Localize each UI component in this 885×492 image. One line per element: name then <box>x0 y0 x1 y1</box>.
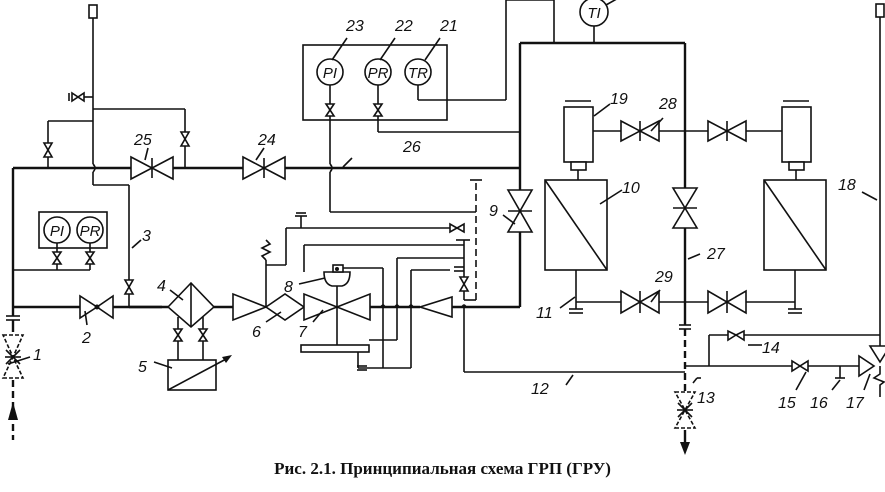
relief-valve-19[interactable] <box>563 100 594 180</box>
line-crossings <box>380 304 414 308</box>
label-28: 28 <box>658 96 677 113</box>
figure-caption: Рис. 2.1. Принципиальная схема ГРП (ГРУ) <box>274 459 611 478</box>
gas-tank-10 <box>544 179 608 314</box>
label-7: 7 <box>298 324 308 341</box>
valve-28[interactable] <box>620 119 660 143</box>
label-4: 4 <box>157 278 166 295</box>
label-13: 13 <box>697 390 715 407</box>
discharge-valve-13[interactable] <box>673 377 701 455</box>
outlet-flow-arrow-icon <box>680 442 690 455</box>
label-21: 21 <box>439 18 458 35</box>
label-8: 8 <box>284 279 293 296</box>
label-3: 3 <box>142 228 151 245</box>
inlet-line <box>6 168 20 440</box>
label-10: 10 <box>622 180 640 197</box>
label-11: 11 <box>536 305 553 322</box>
temperature-indicator <box>579 0 617 43</box>
label-19: 19 <box>610 91 628 108</box>
small-valve-a[interactable] <box>42 142 54 158</box>
outlet-pressure-indicator-label: PI <box>323 65 337 82</box>
valve-27[interactable] <box>671 187 699 229</box>
valve-29[interactable] <box>620 289 660 315</box>
label-25: 25 <box>133 132 152 149</box>
differential-pressure-gauge-5 <box>167 355 232 391</box>
outlet-reducer <box>417 295 453 319</box>
label-23: 23 <box>345 18 364 35</box>
label-24: 24 <box>257 132 276 149</box>
label-15: 15 <box>778 395 796 412</box>
bypass-valve-25[interactable] <box>130 155 174 181</box>
small-valve-b[interactable] <box>179 131 191 147</box>
gas-tank-right <box>763 179 827 314</box>
inlet-instrument-panel <box>13 211 108 271</box>
impulse-valve-upper[interactable] <box>449 222 465 234</box>
label-26: 26 <box>402 139 421 156</box>
small-valve-3[interactable] <box>123 279 135 295</box>
outlet-header <box>518 41 687 325</box>
label-17: 17 <box>846 395 865 412</box>
valve-15[interactable] <box>791 359 809 373</box>
label-16: 16 <box>810 395 828 412</box>
outlet-pressure-recorder-label: PR <box>368 65 389 82</box>
impulse-valve-lower[interactable] <box>458 276 470 292</box>
outlet-instrument-panel <box>302 0 555 213</box>
leaders <box>7 37 878 391</box>
impulse-lines <box>303 239 470 371</box>
gas-filter-4[interactable] <box>166 281 216 360</box>
label-5: 5 <box>138 359 147 376</box>
inlet-flow-arrow-icon <box>8 402 18 420</box>
label-1: 1 <box>33 347 42 364</box>
inlet-shutoff-valve-1[interactable] <box>1 334 25 379</box>
label-22: 22 <box>394 18 413 35</box>
safety-shutoff-valve-6[interactable] <box>232 212 450 322</box>
valve-14[interactable] <box>727 329 745 342</box>
valve-28b[interactable] <box>707 119 747 143</box>
inlet-pressure-recorder-label: PR <box>80 223 101 240</box>
valve-29b[interactable] <box>707 289 747 315</box>
inlet-pressure-indicator-label: PI <box>50 223 64 240</box>
temperature-indicator-label: TI <box>587 5 600 22</box>
purge-line <box>47 4 186 307</box>
label-6: 6 <box>252 324 261 341</box>
outlet-valve-9[interactable] <box>506 189 534 233</box>
label-12: 12 <box>531 381 549 398</box>
sample-valve[interactable] <box>68 91 85 103</box>
bypass-valve-24[interactable] <box>242 155 286 181</box>
label-9: 9 <box>489 203 498 220</box>
label-29: 29 <box>654 269 673 286</box>
label-2: 2 <box>81 330 91 347</box>
relief-valve-right[interactable] <box>781 100 812 180</box>
label-14: 14 <box>762 340 780 357</box>
label-27: 27 <box>706 246 726 263</box>
temperature-recorder-label: TR <box>408 65 428 82</box>
safety-relief-valve-17[interactable] <box>858 345 885 397</box>
label-18: 18 <box>838 177 856 194</box>
pressure-regulator-7[interactable] <box>300 268 371 353</box>
outlet-crossing <box>461 304 467 308</box>
valve-2[interactable] <box>79 294 114 320</box>
